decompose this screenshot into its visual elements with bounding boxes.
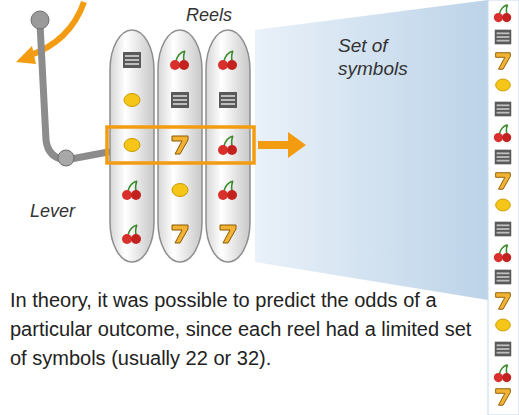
projection-wedge xyxy=(255,0,488,300)
reel-symbols xyxy=(122,51,237,244)
explanation-text: In theory, it was possible to predict th… xyxy=(10,286,482,373)
pull-arrow xyxy=(28,2,84,56)
lever-label: Lever xyxy=(30,200,100,222)
reel xyxy=(110,30,154,262)
pull-arrowhead xyxy=(16,46,36,64)
payline-arrow xyxy=(258,141,290,149)
reel xyxy=(206,30,250,262)
lever-knob xyxy=(31,11,49,29)
reels-label: Reels xyxy=(186,4,266,26)
lever-arm xyxy=(40,24,108,160)
lever-hub xyxy=(58,150,74,166)
reel xyxy=(158,30,202,262)
strip-symbols xyxy=(494,5,511,406)
payline-highlight xyxy=(107,127,254,163)
symbol-set-label: Set of symbols xyxy=(338,34,430,80)
symbol-strip xyxy=(488,0,519,415)
payline-arrowhead xyxy=(288,132,306,158)
